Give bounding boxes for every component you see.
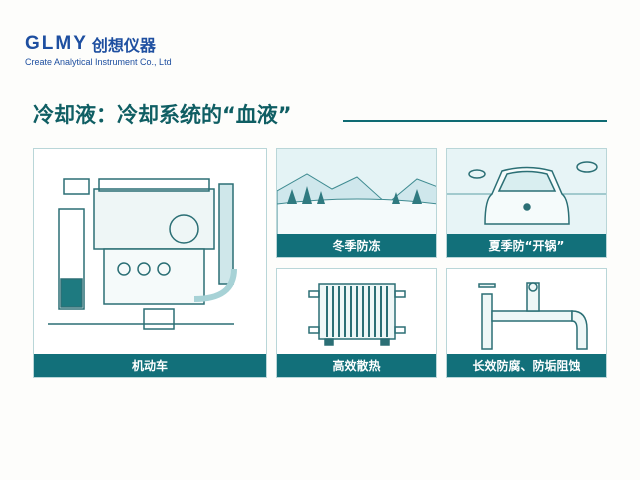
card-cooling: 高效散热 [276, 268, 437, 378]
logo-mark: GLMY [25, 33, 88, 54]
card-label: 长效防腐、防垢阻蚀 [447, 354, 606, 377]
card-label: 高效散热 [277, 354, 436, 377]
title-divider [343, 120, 607, 122]
engine-icon [48, 178, 237, 330]
card-label: 冬季防冻 [277, 234, 436, 257]
card-vehicle: 机动车 [33, 148, 267, 378]
car-icon [447, 149, 606, 236]
card-label: 机动车 [34, 354, 266, 377]
company-logo: GLMY 创想仪器 Create Analytical Instrument C… [25, 32, 172, 67]
radiator-icon [308, 283, 406, 346]
logo-name-en: Create Analytical Instrument Co., Ltd [25, 57, 172, 67]
snowy-mountains-icon [277, 149, 436, 236]
card-summer: 夏季防“开锅” [446, 148, 607, 258]
pipe-icon [478, 282, 588, 350]
card-winter: 冬季防冻 [276, 148, 437, 258]
page-title: 冷却液：冷却系统的“血液” [33, 103, 292, 127]
card-anticorrosion: 长效防腐、防垢阻蚀 [446, 268, 607, 378]
logo-name-cn: 创想仪器 [91, 36, 156, 55]
card-label: 夏季防“开锅” [447, 234, 606, 257]
